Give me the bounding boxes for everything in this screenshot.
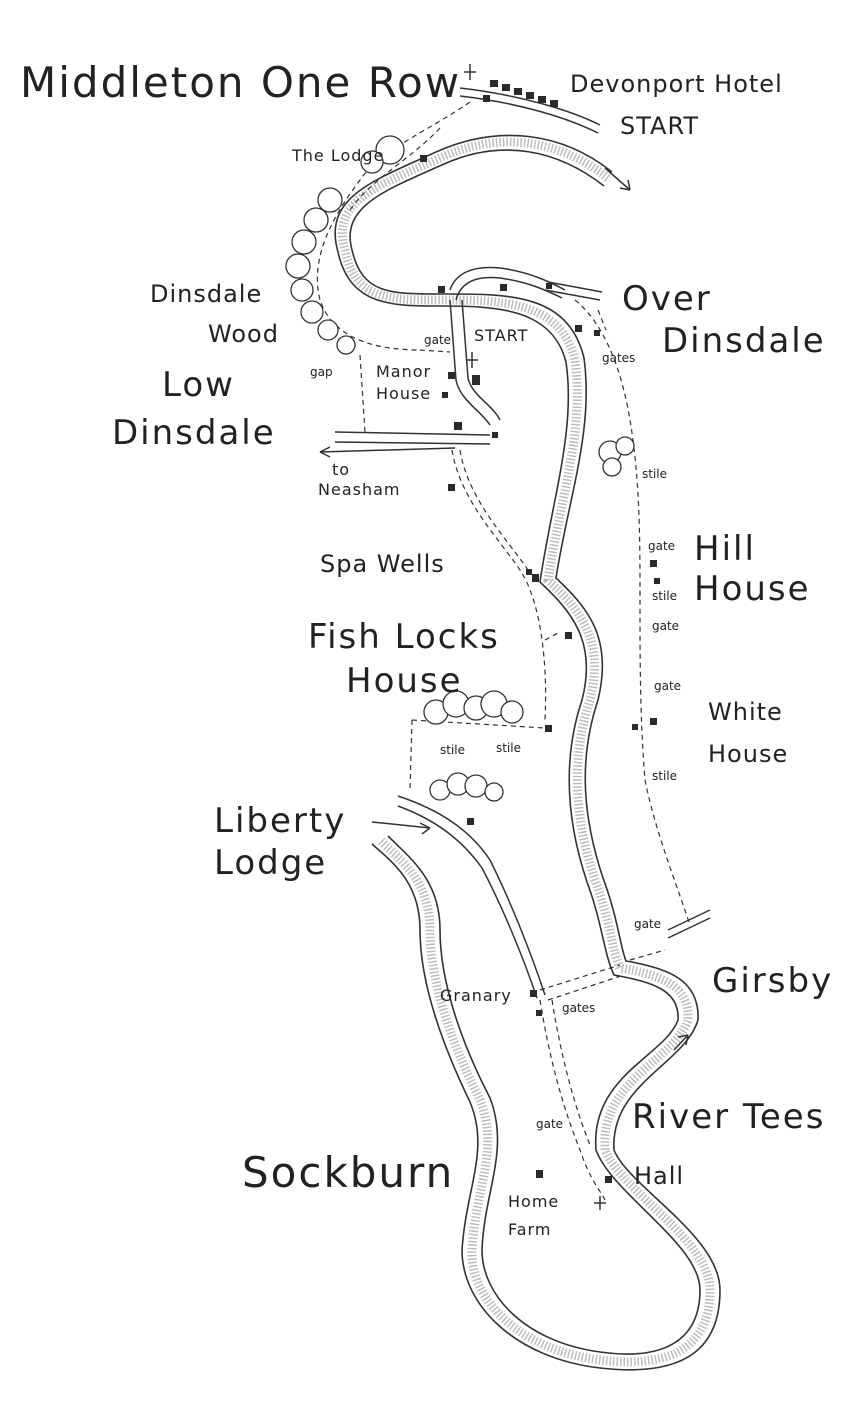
label-gap: gap <box>310 365 333 379</box>
label-fish-locks-house: House <box>346 661 463 701</box>
label-liberty-lodge: Lodge <box>214 843 328 883</box>
label-middleton-one-row: Middleton One Row <box>20 58 462 107</box>
label-stile-3: stile <box>440 743 466 757</box>
label-hill-house: House <box>694 569 811 609</box>
label-stile-4: stile <box>496 741 522 755</box>
label-low-dinsdale: Dinsdale <box>112 413 276 453</box>
label-liberty: Liberty <box>214 801 347 841</box>
label-home-farm: Farm <box>508 1220 552 1239</box>
label-gate-4: gate <box>654 679 682 693</box>
label-neasham: Neasham <box>318 480 401 499</box>
label-stile-5: stile <box>652 769 678 783</box>
label-stile-2: stile <box>652 589 678 603</box>
label-start-mid: START <box>474 326 529 345</box>
label-home: Home <box>508 1192 560 1211</box>
label-white-house: House <box>708 740 789 768</box>
building-icon <box>420 80 660 1183</box>
label-hall: Hall <box>634 1162 685 1190</box>
label-low: Low <box>162 365 235 405</box>
tree-clump-icon <box>285 135 635 802</box>
label-manor: Manor <box>376 362 432 381</box>
label-river-tees: River Tees <box>632 1097 826 1137</box>
label-gate-3: gate <box>652 619 680 633</box>
label-start-top: START <box>620 112 700 140</box>
label-gates-2: gates <box>562 1001 596 1015</box>
label-fish-locks: Fish Locks <box>308 617 500 657</box>
river-tees-icon <box>334 134 721 1371</box>
label-dinsdale-wood-2: Wood <box>208 320 279 348</box>
label-devonport-hotel: Devonport Hotel <box>570 70 783 98</box>
label-over-dinsdale: Dinsdale <box>662 321 826 361</box>
label-the-lodge: The Lodge <box>292 146 385 165</box>
label-gate-6: gate <box>536 1117 564 1131</box>
label-gate-1: gate <box>424 333 452 347</box>
label-over: Over <box>622 279 712 319</box>
label-hill: Hill <box>694 529 756 569</box>
label-sockburn: Sockburn <box>242 1148 455 1197</box>
label-dinsdale-wood-1: Dinsdale <box>150 280 263 308</box>
label-girsby: Girsby <box>712 961 834 1001</box>
label-stile-1: stile <box>642 467 668 481</box>
river-flow-arrow <box>604 167 631 191</box>
label-gate-2: gate <box>648 539 676 553</box>
label-to: to <box>332 460 351 479</box>
label-manor-house: House <box>376 384 432 403</box>
church-cross-icon <box>464 64 606 1210</box>
label-spa-wells: Spa Wells <box>320 550 445 578</box>
label-white: White <box>708 698 783 726</box>
label-gate-5: gate <box>634 917 662 931</box>
label-gates-1: gates <box>602 351 636 365</box>
label-granary: Granary <box>440 986 512 1005</box>
